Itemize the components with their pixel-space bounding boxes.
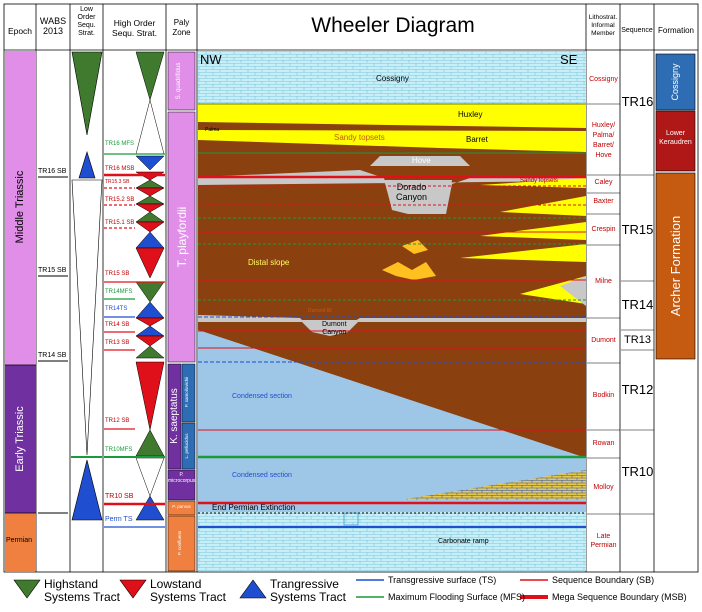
- paly-label-t-playfordii: T. playfordii: [175, 206, 189, 268]
- ho-label-tr12-sb: TR12 SB: [105, 418, 130, 424]
- paly-label-l-pellucidus: L. pellucidus: [184, 433, 189, 459]
- label-hove: Hove: [412, 156, 431, 165]
- ho-label-perm-ts: Perm TS: [105, 516, 133, 523]
- ho-label-tr153-sb: TR15.3 SB: [105, 179, 130, 185]
- ho-label-tr152-sb: TR15.2 SB: [105, 197, 135, 203]
- paly-label-k-saeptatus: K. saeptatus: [169, 388, 180, 444]
- legend-symbols: [13, 579, 267, 599]
- member-huxley-palma-barret-hove: Huxley/ Palma/ Barret/ Hove: [591, 122, 616, 159]
- label-carbonate-ramp: Carbonate ramp: [438, 538, 489, 545]
- high-order-sequence-triangles: [135, 51, 165, 521]
- label-barret: Barret: [466, 135, 488, 144]
- label-sandy-topsets-right: Sandy topsets: [520, 178, 559, 184]
- formation-lower-keraudren: Lower Keraudren: [659, 130, 692, 146]
- header-lithostrat: Lithostrat. Informal Member: [588, 14, 618, 37]
- epoch-label-middle-triassic: Middle Triassic: [14, 170, 26, 244]
- legend-lines: [356, 579, 548, 599]
- legend-transgressive: Trangressive Systems Tract: [270, 577, 347, 604]
- member-milne: Milne: [595, 278, 612, 285]
- epoch-label-early-triassic: Early Triassic: [14, 406, 26, 472]
- header-wabs: WABS 2013: [39, 16, 67, 36]
- member-baxter: Baxter: [593, 198, 614, 205]
- direction-nw: NW: [200, 52, 222, 67]
- sequence-tr10: TR10: [621, 464, 654, 479]
- wabs-label-tr15: TR15 SB: [38, 267, 67, 274]
- label-dumont-fill: Dumont fill: [308, 308, 332, 314]
- member-column-lines: [587, 103, 620, 515]
- label-end-permian-extinction: End Permian Extinction: [212, 503, 296, 512]
- epoch-label-permian: Permian: [6, 537, 33, 544]
- sequence-column-lines: [621, 174, 654, 515]
- epoch-early-triassic-band: [5, 365, 36, 513]
- label-dumont-canyon: Dumont Canyon: [322, 321, 347, 336]
- wabs-label-tr14: TR14 SB: [38, 352, 67, 359]
- ho-label-tr151-sb: TR15.1 SB: [105, 220, 135, 226]
- ho-label-tr10-mfs: TR10MFS: [105, 447, 133, 453]
- ho-label-tr10-sb: TR10 SB: [105, 493, 134, 500]
- member-dumont: Dumont: [591, 337, 616, 344]
- ho-label-tr13-sb: TR13 SB: [105, 340, 130, 346]
- diagram-title: Wheeler Diagram: [311, 14, 475, 37]
- wheeler-surface-lines: [198, 103, 586, 528]
- wabs-ticks: [38, 176, 68, 514]
- ho-label-tr14-mfs: TR14MFS: [105, 289, 133, 295]
- high-order-surface-lines: [104, 153, 165, 528]
- label-condensed-section-1: Condensed section: [232, 393, 292, 400]
- wheeler-main-panel: [198, 51, 586, 571]
- legend-msb: Mega Sequence Boundary (MSB): [552, 592, 687, 602]
- formation-archer: Archer Formation: [668, 215, 683, 317]
- legend-sb: Sequence Boundary (SB): [552, 575, 655, 585]
- header-low-order: Low Order Sequ. Strat.: [77, 6, 96, 37]
- sequence-tr12: TR12: [621, 382, 654, 397]
- header-sequence: Sequence: [621, 27, 653, 34]
- low-order-sequence-triangles: [71, 51, 103, 521]
- label-sandy-topsets-left: Sandy topsets: [334, 133, 385, 142]
- paly-label-p-microcorpus: P. microcorpus: [168, 472, 196, 484]
- ho-label-tr16-mfs: TR16 MFS: [105, 141, 135, 147]
- member-cossigny: Cossigny: [589, 76, 618, 83]
- header-high-order: High Order Sequ. Strat.: [112, 18, 157, 38]
- sequence-tr16: TR16: [621, 94, 654, 109]
- label-condensed-section-2: Condensed section: [232, 472, 292, 479]
- legend-lowstand: Lowstand Systems Tract: [150, 577, 227, 604]
- epoch-permian-band: [5, 513, 36, 571]
- member-late-permian: Late Permian: [590, 533, 617, 549]
- legend-mfs: Maximum Flooding Surface (MFS): [388, 592, 526, 602]
- member-rowan: Rowan: [592, 440, 615, 447]
- header-paly-zone: Paly Zone: [172, 18, 191, 37]
- formation-boxes: [655, 53, 696, 360]
- paly-label-s-quadrifidus: S. quadrifidus: [176, 62, 182, 100]
- ho-label-tr14-sb: TR14 SB: [105, 322, 130, 328]
- sequence-tr15: TR15: [621, 222, 654, 237]
- ho-label-tr16-msb: TR16 MSB: [105, 166, 135, 172]
- label-cossigny: Cossigny: [376, 74, 409, 83]
- member-crespin: Crespin: [591, 226, 616, 233]
- label-palma: Palma: [205, 127, 220, 133]
- header-formation: Formation: [657, 26, 694, 35]
- legend-highstand: Highstand Systems Tract: [44, 577, 121, 604]
- paly-label-p-confluens: P. confluens: [177, 530, 182, 556]
- label-distal-slope: Distal slope: [248, 258, 290, 267]
- label-huxley: Huxley: [458, 110, 483, 119]
- wabs-label-tr16: TR16 SB: [38, 168, 67, 175]
- formation-cossigny: Cossigny: [670, 63, 680, 101]
- sequence-tr13: TR13: [624, 334, 651, 346]
- label-dorado-canyon: Dorado Canyon: [396, 182, 428, 202]
- ho-label-tr14-ts: TR14TS: [105, 306, 128, 312]
- direction-se: SE: [560, 52, 578, 67]
- legend-ts: Transgressive surface (TS): [388, 575, 497, 585]
- ho-label-tr15-sb: TR15 SB: [105, 271, 130, 277]
- epoch-middle-triassic-band: [5, 51, 36, 365]
- paly-zone-bars: [167, 51, 196, 572]
- member-molloy: Molloy: [593, 484, 614, 491]
- paly-label-p-parvus: P. parvus: [172, 504, 191, 509]
- sequence-tr14: TR14: [621, 297, 654, 312]
- header-epoch: Epoch: [7, 26, 33, 36]
- paly-label-p-samoilovichii: P. samoilovichii: [184, 376, 189, 408]
- member-bodkin: Bodkin: [592, 392, 615, 399]
- member-caley: Caley: [594, 179, 613, 186]
